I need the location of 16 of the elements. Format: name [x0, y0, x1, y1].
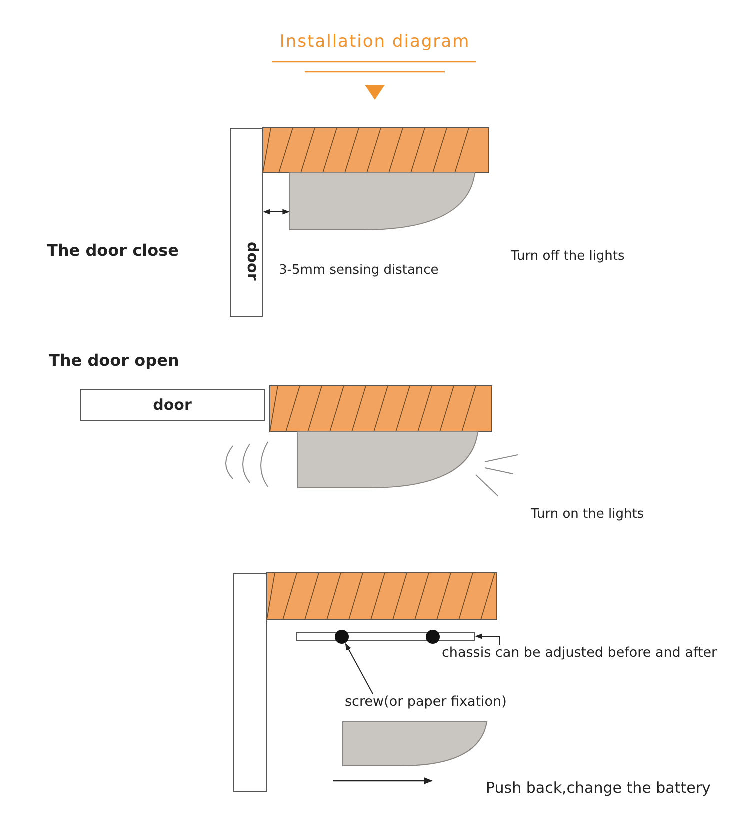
- door-panel: [233, 573, 267, 792]
- leader-line: [475, 634, 500, 646]
- screw-dot: [426, 630, 440, 644]
- annotation-text: chassis can be adjusted before and after: [442, 645, 718, 661]
- annotation-text: screw(or paper fixation): [345, 694, 507, 710]
- caption: Turn on the lights: [531, 507, 644, 522]
- heading: The door open: [49, 351, 180, 370]
- leader-line: [345, 643, 374, 694]
- caption: Turn off the lights: [511, 249, 625, 264]
- door-panel: door: [80, 389, 265, 421]
- title: Installation diagram: [278, 32, 472, 52]
- caption: Push back,change the battery: [486, 779, 711, 797]
- door-panel: door: [230, 128, 263, 317]
- measurement-label: 3-5mm sensing distance: [279, 263, 439, 278]
- heading: The door close: [47, 241, 179, 260]
- screw-dot: [335, 630, 349, 644]
